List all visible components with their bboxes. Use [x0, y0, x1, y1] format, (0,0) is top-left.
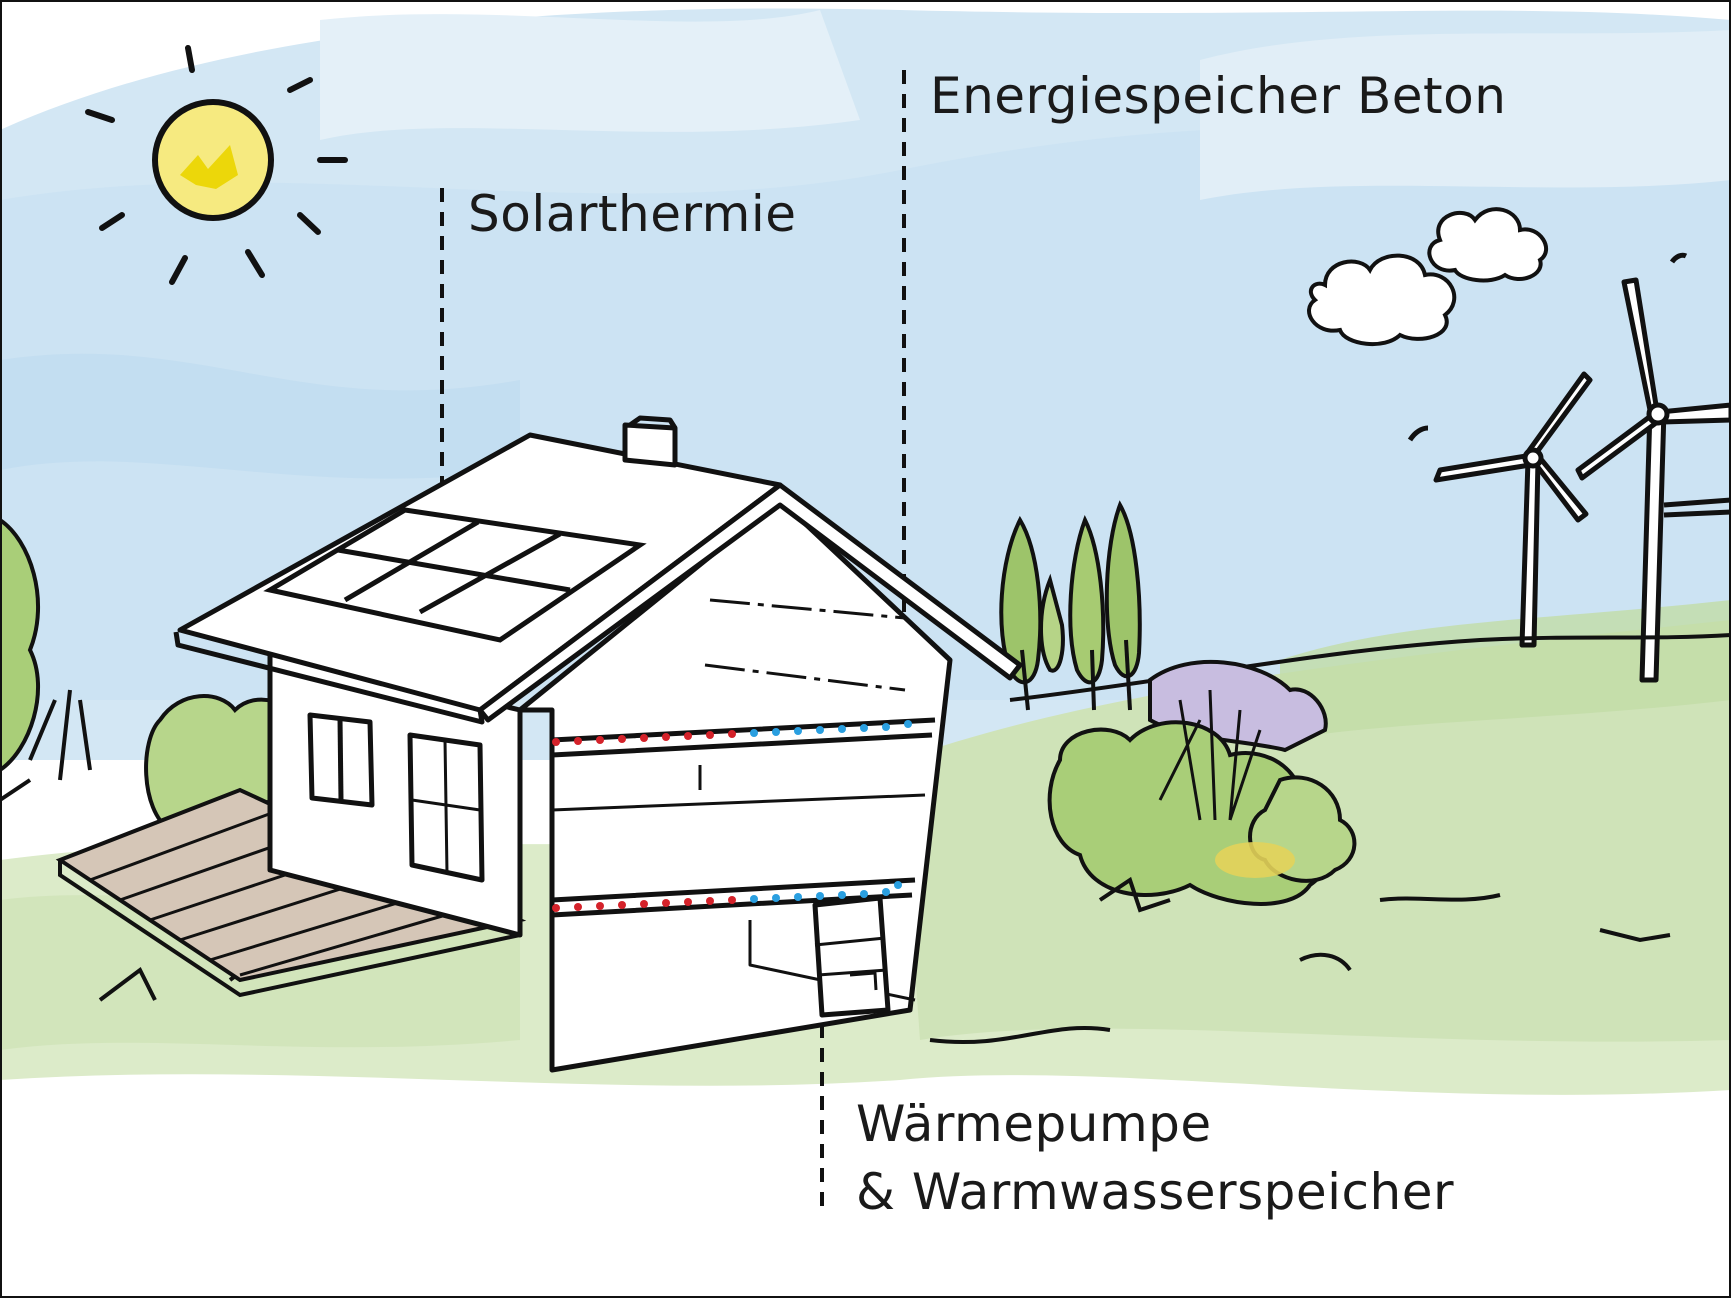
label-waermepumpe-line1: Wärmepumpe: [856, 1095, 1212, 1153]
wind-turbine-icon: [1407, 252, 1731, 683]
heating-pipes: [552, 720, 912, 912]
label-solarthermie: Solarthermie: [468, 185, 797, 243]
sun-icon: [85, 45, 348, 285]
label-energiespeicher-beton: Energiespeicher Beton: [930, 67, 1507, 125]
dashed-guide-lines: [440, 70, 906, 1215]
label-waermepumpe-line2: & Warmwasserspeicher: [856, 1163, 1455, 1221]
ground-line: [929, 893, 1671, 1045]
solar-panel-icon: [263, 507, 647, 643]
house-icon: [173, 415, 1023, 1073]
cloud-icon: [1307, 207, 1548, 347]
bush-icon: [1047, 659, 1357, 972]
tree-icon: [999, 500, 1142, 711]
hill-outline: [1009, 633, 1731, 702]
label-waermepumpe: Wärmepumpe & Warmwasserspeicher: [856, 1090, 1454, 1226]
